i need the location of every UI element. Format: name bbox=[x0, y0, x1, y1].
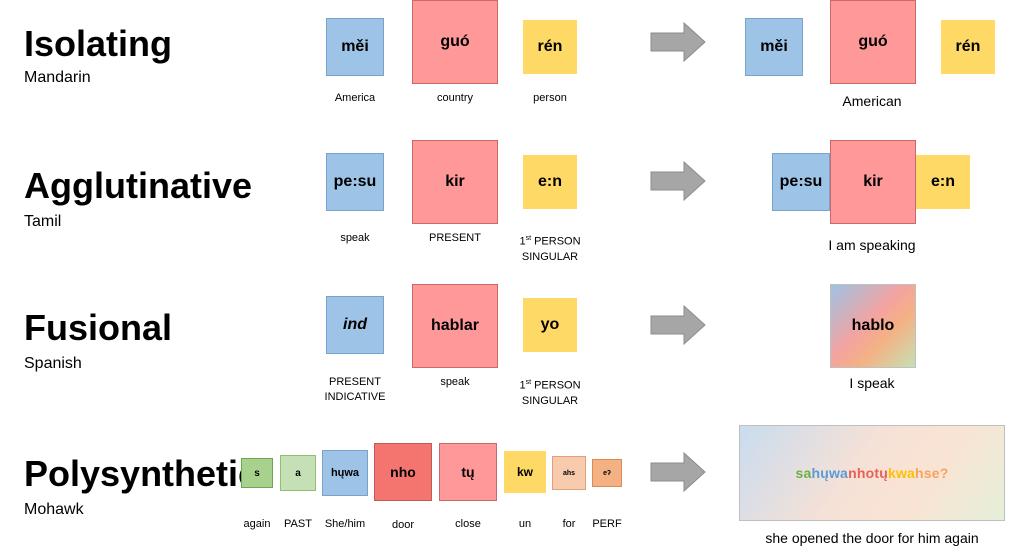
morpheme-e-glottal: eʔ bbox=[592, 459, 622, 487]
word-text: sahųwanhotųkwahse? bbox=[795, 465, 948, 481]
morpheme-mei: měi bbox=[326, 18, 384, 76]
result-pesu: pe:su bbox=[772, 153, 830, 211]
translation-i-am-speaking: I am speaking bbox=[828, 237, 916, 253]
morpheme-hablar: hablar bbox=[412, 284, 498, 368]
morpheme-s: s bbox=[241, 458, 273, 488]
translation-american: American bbox=[842, 93, 902, 109]
gloss-present: PRESENT bbox=[429, 232, 481, 244]
row-language-spanish: Spanish bbox=[24, 355, 82, 372]
translation-she-opened-the-door: she opened the door for him again bbox=[765, 530, 979, 546]
row-language-tamil: Tamil bbox=[24, 213, 62, 230]
gloss-again: again bbox=[243, 518, 271, 530]
result-en: e:n bbox=[916, 155, 970, 209]
morpheme-a: a bbox=[280, 455, 316, 491]
gloss-speak: speak bbox=[340, 232, 370, 244]
word-part-hse: hse? bbox=[915, 465, 949, 481]
result-ren: rén bbox=[941, 20, 995, 74]
result-kir: kir bbox=[830, 140, 916, 224]
result-mei: měi bbox=[745, 18, 803, 76]
morpheme-kir: kir bbox=[412, 140, 498, 224]
gloss-speak-2: speak bbox=[440, 376, 470, 388]
row-language-mandarin: Mandarin bbox=[24, 69, 91, 86]
gloss-door: door bbox=[391, 519, 415, 531]
morpheme-tu: tų bbox=[439, 443, 497, 501]
morpheme-kw: kw bbox=[504, 451, 546, 493]
gloss-past: PAST bbox=[284, 518, 312, 530]
result-polysynthetic-word: sahųwanhotųkwahse? bbox=[739, 425, 1005, 521]
gloss-close: close bbox=[455, 518, 481, 530]
row-title-polysynthetic: Polysynthetic bbox=[24, 453, 259, 494]
morpheme-en: e:n bbox=[523, 155, 577, 209]
gloss-person: person bbox=[533, 92, 567, 104]
morpheme-guo: guó bbox=[412, 0, 498, 84]
row-language-mohawk: Mohawk bbox=[24, 501, 84, 518]
translation-i-speak: I speak bbox=[849, 375, 895, 391]
morpheme-nho: nho bbox=[374, 443, 432, 501]
right-arrow-icon bbox=[650, 161, 706, 201]
morpheme-ren: rén bbox=[523, 20, 577, 74]
result-guo: guó bbox=[830, 0, 916, 84]
row-title-fusional: Fusional bbox=[24, 307, 173, 348]
gloss-she-him: She/him bbox=[324, 518, 366, 530]
gloss-for: for bbox=[562, 518, 576, 530]
morpheme-ahs: ahs bbox=[552, 456, 586, 490]
gloss-1st-person-singular: 1st PERSON SINGULAR bbox=[519, 235, 581, 263]
right-arrow-icon bbox=[650, 452, 706, 492]
morpheme-yo: yo bbox=[523, 298, 577, 352]
word-part-tu: tų bbox=[874, 465, 888, 481]
word-part-sa: sa bbox=[795, 465, 812, 481]
gloss-un: un bbox=[518, 518, 532, 530]
right-arrow-icon bbox=[650, 305, 706, 345]
word-part-huwa: hųwa bbox=[811, 465, 849, 481]
gloss-america: America bbox=[334, 92, 376, 104]
gloss-perf: PERF bbox=[592, 518, 622, 530]
morpheme-huwa: hųwa bbox=[322, 450, 368, 496]
gloss-country: country bbox=[436, 92, 474, 104]
word-part-nho: nho bbox=[848, 465, 875, 481]
result-hablo: hablo bbox=[830, 284, 916, 368]
row-title-agglutinative: Agglutinative bbox=[24, 165, 253, 206]
morpheme-ind: ind bbox=[326, 296, 384, 354]
morpheme-pesu: pe:su bbox=[326, 153, 384, 211]
row-title-isolating: Isolating bbox=[24, 23, 173, 64]
gloss-1st-person-singular-2: 1st PERSON SINGULAR bbox=[519, 379, 581, 407]
right-arrow-icon bbox=[650, 22, 706, 62]
word-part-kwa: kwa bbox=[887, 465, 916, 481]
